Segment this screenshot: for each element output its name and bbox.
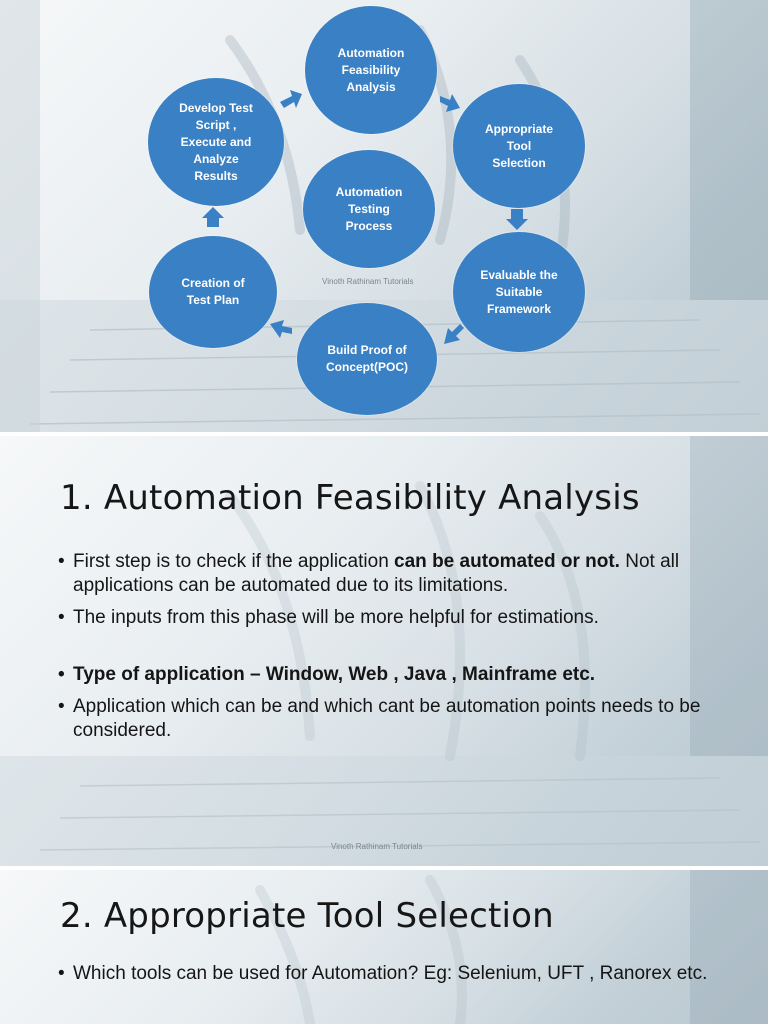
bullet-text: Not all applications can be automated du… [73, 551, 680, 596]
bullet-list: First step is to check if the applicatio… [58, 550, 718, 751]
slide-divider [0, 866, 768, 870]
center-node-automation-testing-process: Automation Testing Process [303, 150, 435, 268]
arrow-right-down-icon [440, 94, 460, 112]
bullet-text: The inputs from this phase will be more … [73, 607, 599, 628]
watermark: Vinoth Rathinam Tutorials [322, 277, 414, 286]
bullet-item: Application which can be and which cant … [58, 695, 718, 743]
bullet-item: Which tools can be used for Automation? … [58, 962, 718, 986]
bullet-text: First step is to check if the applicatio… [73, 551, 395, 572]
node-creation-of-test-plan: Creation of Test Plan [149, 236, 277, 348]
robot-background [255, 870, 768, 1024]
slide-feasibility-analysis: 1. Automation Feasibility Analysis First… [0, 436, 768, 866]
bullet-text: Which tools can be used for Automation? … [73, 963, 708, 984]
bullet-item: First step is to check if the applicatio… [58, 550, 718, 598]
bullet-list: Which tools can be used for Automation? … [58, 962, 718, 994]
bullet-text-bold: can be automated or not. [394, 551, 620, 572]
bullet-text-bold: Type of application – Window, Web , Java… [73, 664, 596, 685]
node-build-proof-of-concept: Build Proof of Concept(POC) [297, 303, 437, 415]
arrow-left-up-icon [270, 320, 292, 338]
slide-divider [0, 432, 768, 436]
slide-automation-process: Automation Testing Process Automation Fe… [0, 0, 768, 432]
arrow-up-icon [202, 207, 224, 227]
watermark: Vinoth Rathinam Tutorials [331, 842, 423, 851]
arrow-right-up-icon [280, 90, 302, 108]
slide-title: 2. Appropriate Tool Selection [60, 896, 554, 936]
arrow-down-icon [506, 209, 528, 230]
bullet-text: Application which can be and which cant … [73, 696, 701, 741]
node-develop-test-script: Develop Test Script , Execute and Analyz… [148, 78, 284, 206]
arrow-left-down-icon [444, 324, 464, 344]
slide-title: 1. Automation Feasibility Analysis [60, 478, 640, 518]
node-evaluable-suitable-framework: Evaluable the Suitable Framework [453, 232, 585, 352]
bullet-item: Type of application – Window, Web , Java… [58, 663, 718, 687]
bullet-item: The inputs from this phase will be more … [58, 606, 718, 630]
node-automation-feasibility-analysis: Automation Feasibility Analysis [305, 6, 437, 134]
slide-tool-selection: 2. Appropriate Tool Selection Which tool… [0, 870, 768, 1024]
node-appropriate-tool-selection: Appropriate Tool Selection [453, 84, 585, 208]
